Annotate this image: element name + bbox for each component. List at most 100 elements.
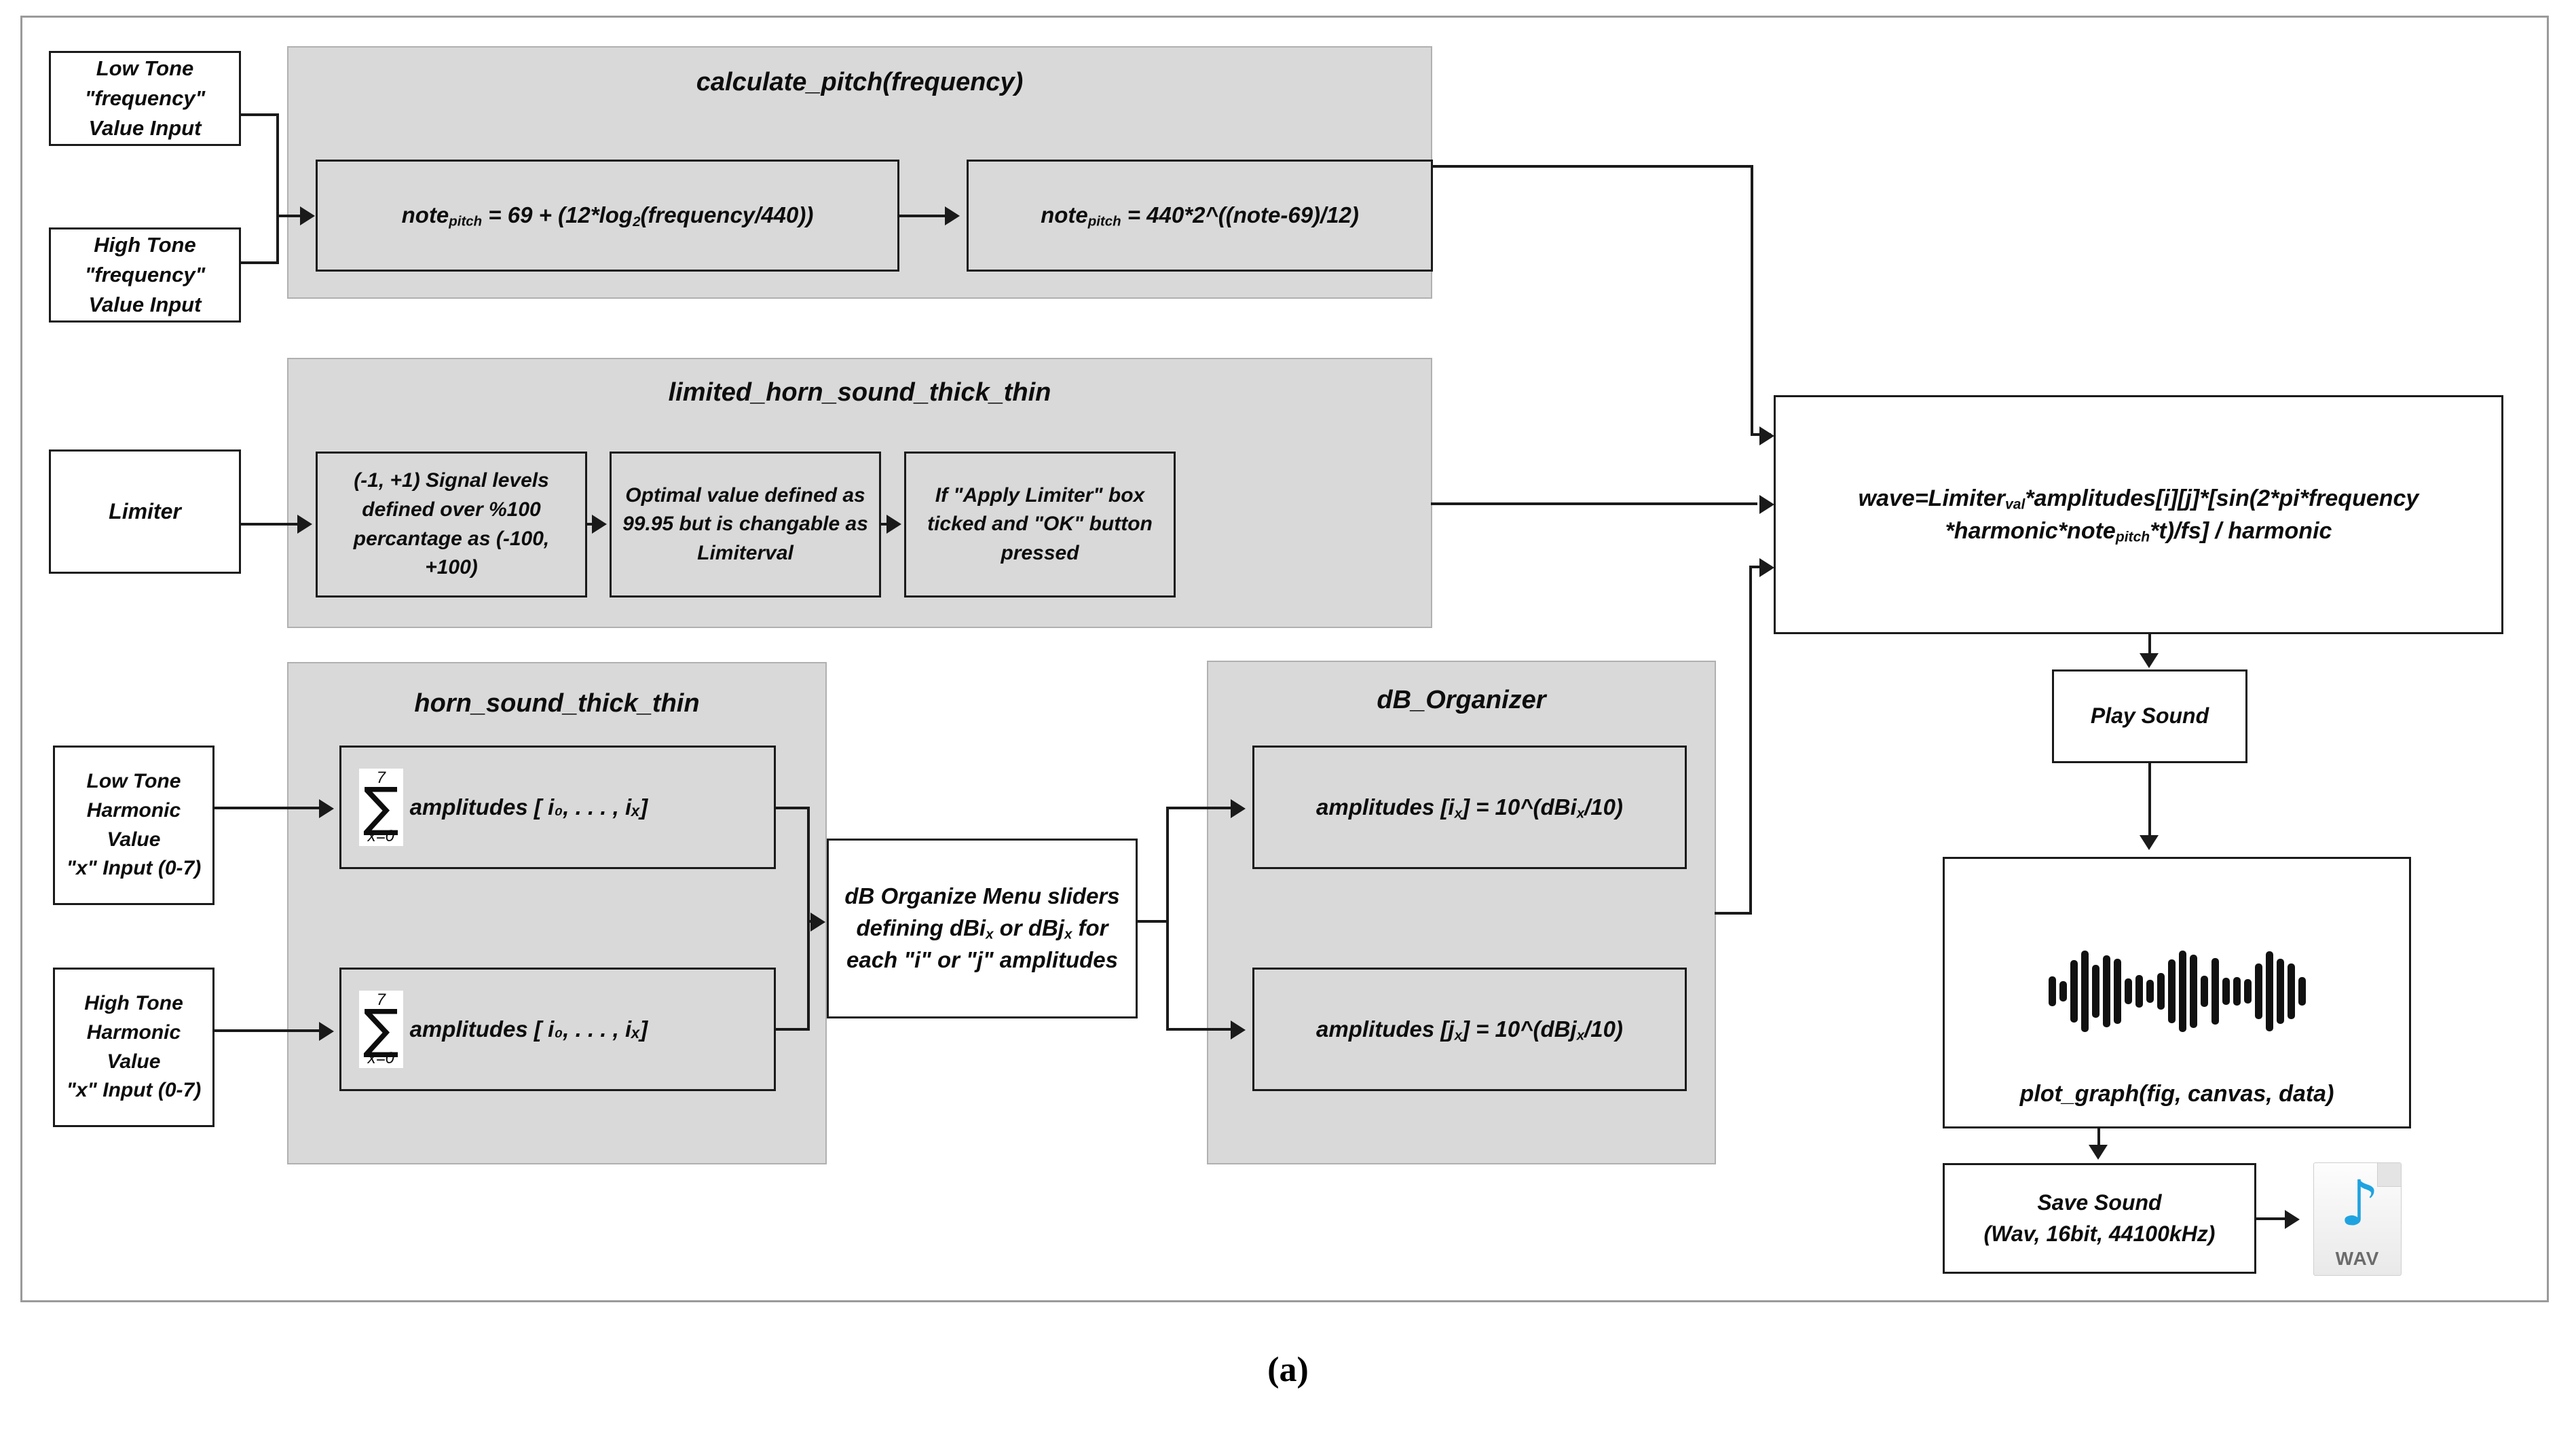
arrowhead-pitch-to-wave — [1759, 426, 1774, 445]
connector-menu-to-ampj — [1166, 1028, 1233, 1031]
step-pitch-formula-2-text: notepitch = 440*2^((note-69)/12) — [1041, 202, 1359, 229]
panel-calculate-pitch-title: calculate_pitch(frequency) — [696, 68, 1024, 96]
sigma-glyph-icon: ∑ — [363, 998, 399, 1060]
arrowhead-limited-horn-to-wave — [1759, 495, 1774, 514]
input-low-tone-harmonic[interactable]: Low Tone Harmonic Value "x" Input (0-7) — [53, 746, 214, 905]
waveform-bar — [2243, 979, 2252, 1004]
step-horn-sum-high-text: amplitudes [ i₀, . . . , iₓ] — [409, 1016, 648, 1042]
step-limiter-apply-checkbox: If "Apply Limiter" box ticked and "OK" b… — [904, 452, 1176, 598]
waveform-bar — [2276, 959, 2284, 1024]
step-horn-sum-high: 7 ∑ x=0 amplitudes [ i₀, . . . , iₓ] — [339, 968, 776, 1091]
input-low-tone-frequency-label: Low Tone "frequency" Value Input — [84, 56, 206, 140]
connector-wave-to-play — [2148, 633, 2151, 657]
step-horn-sum-low: 7 ∑ x=0 amplitudes [ i₀, . . . , iₓ] — [339, 746, 776, 869]
input-low-tone-frequency[interactable]: Low Tone "frequency" Value Input — [49, 51, 241, 146]
arrowhead-freq-to-pitch — [300, 206, 315, 225]
waveform-bar — [2091, 965, 2099, 1018]
arrowhead-wave-to-play — [2140, 653, 2159, 668]
sigma-glyph-icon: ∑ — [363, 776, 399, 838]
waveform-bar — [2189, 955, 2197, 1028]
step-pitch-formula-1-text: notepitch = 69 + (12*log2(frequency/440)… — [401, 202, 814, 230]
sigma-upper-limit-high: 7 — [376, 990, 386, 1009]
waveform-bar — [2200, 976, 2208, 1007]
waveform-bar — [2211, 958, 2219, 1025]
plot-graph-label: plot_graph(fig, canvas, data) — [2019, 1080, 2334, 1107]
connector-low-freq-out — [240, 113, 279, 116]
connector-menu-to-ampi — [1166, 807, 1233, 809]
arrowhead-plot-to-save — [2089, 1145, 2108, 1160]
connector-play-to-plot — [2148, 762, 2151, 836]
waveform-bar — [2298, 977, 2306, 1006]
waveform-bar — [2222, 978, 2230, 1005]
sigma-lower-limit-high: x=0 — [367, 1049, 394, 1068]
connector-plot-to-save — [2097, 1127, 2100, 1147]
arrowhead-high-harmonic-to-sum — [319, 1022, 334, 1041]
connector-freq-to-pitch — [276, 215, 305, 217]
connector-pitch-to-wave-h — [1431, 165, 1753, 168]
db-organize-menu[interactable]: dB Organize Menu sliders defining dBix o… — [827, 839, 1138, 1018]
step-limiter-apply-checkbox-text: If "Apply Limiter" box ticked and "OK" b… — [927, 483, 1153, 564]
waveform-bar — [2124, 978, 2132, 1004]
connector-menu-out — [1136, 920, 1169, 923]
input-limiter-label: Limiter — [109, 498, 181, 523]
panel-limited-horn-sound-title: limited_horn_sound_thick_thin — [668, 378, 1051, 407]
waveform-bar — [2102, 955, 2110, 1027]
wav-file-icon: ♪ WAV — [2313, 1162, 2402, 1276]
step-limiter-signal-levels: (-1, +1) Signal levels defined over %100… — [316, 452, 587, 598]
waveform-bar — [2254, 963, 2262, 1019]
connector-db-organizer-to-wave-v — [1749, 566, 1752, 915]
waveform-bar — [2113, 959, 2121, 1024]
summation-low: 7 ∑ x=0 amplitudes [ i₀, . . . , iₓ] — [341, 768, 774, 847]
plot-graph-box: plot_graph(fig, canvas, data) — [1943, 857, 2411, 1128]
arrowhead-lh2-to-lh3 — [886, 515, 901, 534]
wave-equation-line-2: *harmonic*notepitch*t)/fs] / harmonic — [1945, 518, 2332, 545]
wave-equation-box: wave=Limiterval*amplitudes[i][j]*[sin(2*… — [1774, 395, 2503, 634]
wav-file-label: WAV — [2335, 1248, 2380, 1269]
waveform-bar — [2265, 951, 2273, 1031]
connector-limiter-to-step1 — [241, 523, 299, 526]
sigma-upper-limit-low: 7 — [376, 768, 386, 787]
input-limiter[interactable]: Limiter — [49, 449, 241, 574]
arrowhead-low-harmonic-to-sum — [319, 799, 334, 818]
wave-equation-line-1: wave=Limiterval*amplitudes[i][j]*[sin(2*… — [1858, 485, 2419, 513]
input-high-tone-harmonic[interactable]: High Tone Harmonic Value "x" Input (0-7) — [53, 968, 214, 1127]
step-limiter-optimal-value: Optimal value defined as 99.95 but is ch… — [610, 452, 881, 598]
connector-pitch1-to-pitch2 — [899, 215, 947, 217]
connector-limited-horn-to-wave — [1431, 502, 1757, 505]
arrowhead-db-organizer-to-wave — [1759, 558, 1774, 577]
step-db-amplitudes-j: amplitudes [jx] = 10^(dBjx/10) — [1252, 968, 1687, 1091]
play-sound-box[interactable]: Play Sound — [2052, 669, 2247, 763]
input-high-tone-frequency[interactable]: High Tone "frequency" Value Input — [49, 227, 241, 323]
connector-lh2-to-lh3 — [881, 523, 889, 526]
waveform-bar — [2178, 951, 2186, 1032]
connector-save-to-wav — [2255, 1217, 2290, 1220]
audio-waveform-icon — [1945, 927, 2409, 1056]
waveform-bar — [2157, 973, 2165, 1010]
waveform-bar — [2059, 981, 2067, 1001]
step-db-amplitudes-i-text: amplitudes [ix] = 10^(dBix/10) — [1316, 794, 1623, 822]
connector-sum-low-out — [774, 807, 810, 809]
input-high-tone-frequency-label: High Tone "frequency" Value Input — [84, 232, 206, 316]
connector-pitch-to-wave-v — [1751, 165, 1753, 435]
waveform-bar — [2048, 976, 2056, 1006]
figure-caption: (a) — [1267, 1350, 1309, 1389]
step-db-amplitudes-i: amplitudes [ix] = 10^(dBix/10) — [1252, 746, 1687, 869]
connector-menu-split-vertical — [1166, 807, 1169, 1031]
step-pitch-formula-2: notepitch = 440*2^((note-69)/12) — [967, 160, 1433, 272]
waveform-bar — [2287, 963, 2295, 1019]
arrowhead-menu-to-ampj — [1231, 1021, 1246, 1040]
connector-high-freq-out — [240, 261, 279, 264]
music-note-icon: ♪ — [2339, 1167, 2380, 1240]
panel-db-organizer-title: dB_Organizer — [1377, 686, 1546, 714]
save-sound-label: Save Sound (Wav, 16bit, 44100kHz) — [1983, 1190, 2216, 1246]
waveform-bar — [2146, 980, 2154, 1003]
input-high-tone-harmonic-label: High Tone Harmonic Value "x" Input (0-7) — [66, 992, 202, 1102]
connector-high-harmonic-to-sum — [214, 1029, 320, 1032]
step-limiter-optimal-value-text: Optimal value defined as 99.95 but is ch… — [622, 483, 868, 564]
step-pitch-formula-1: notepitch = 69 + (12*log2(frequency/440)… — [316, 160, 899, 272]
connector-sum-bracket — [807, 807, 810, 1031]
save-sound-box[interactable]: Save Sound (Wav, 16bit, 44100kHz) — [1943, 1163, 2256, 1274]
wav-file-fold-icon — [2377, 1163, 2401, 1187]
sigma-symbol-low: 7 ∑ x=0 — [359, 768, 403, 847]
